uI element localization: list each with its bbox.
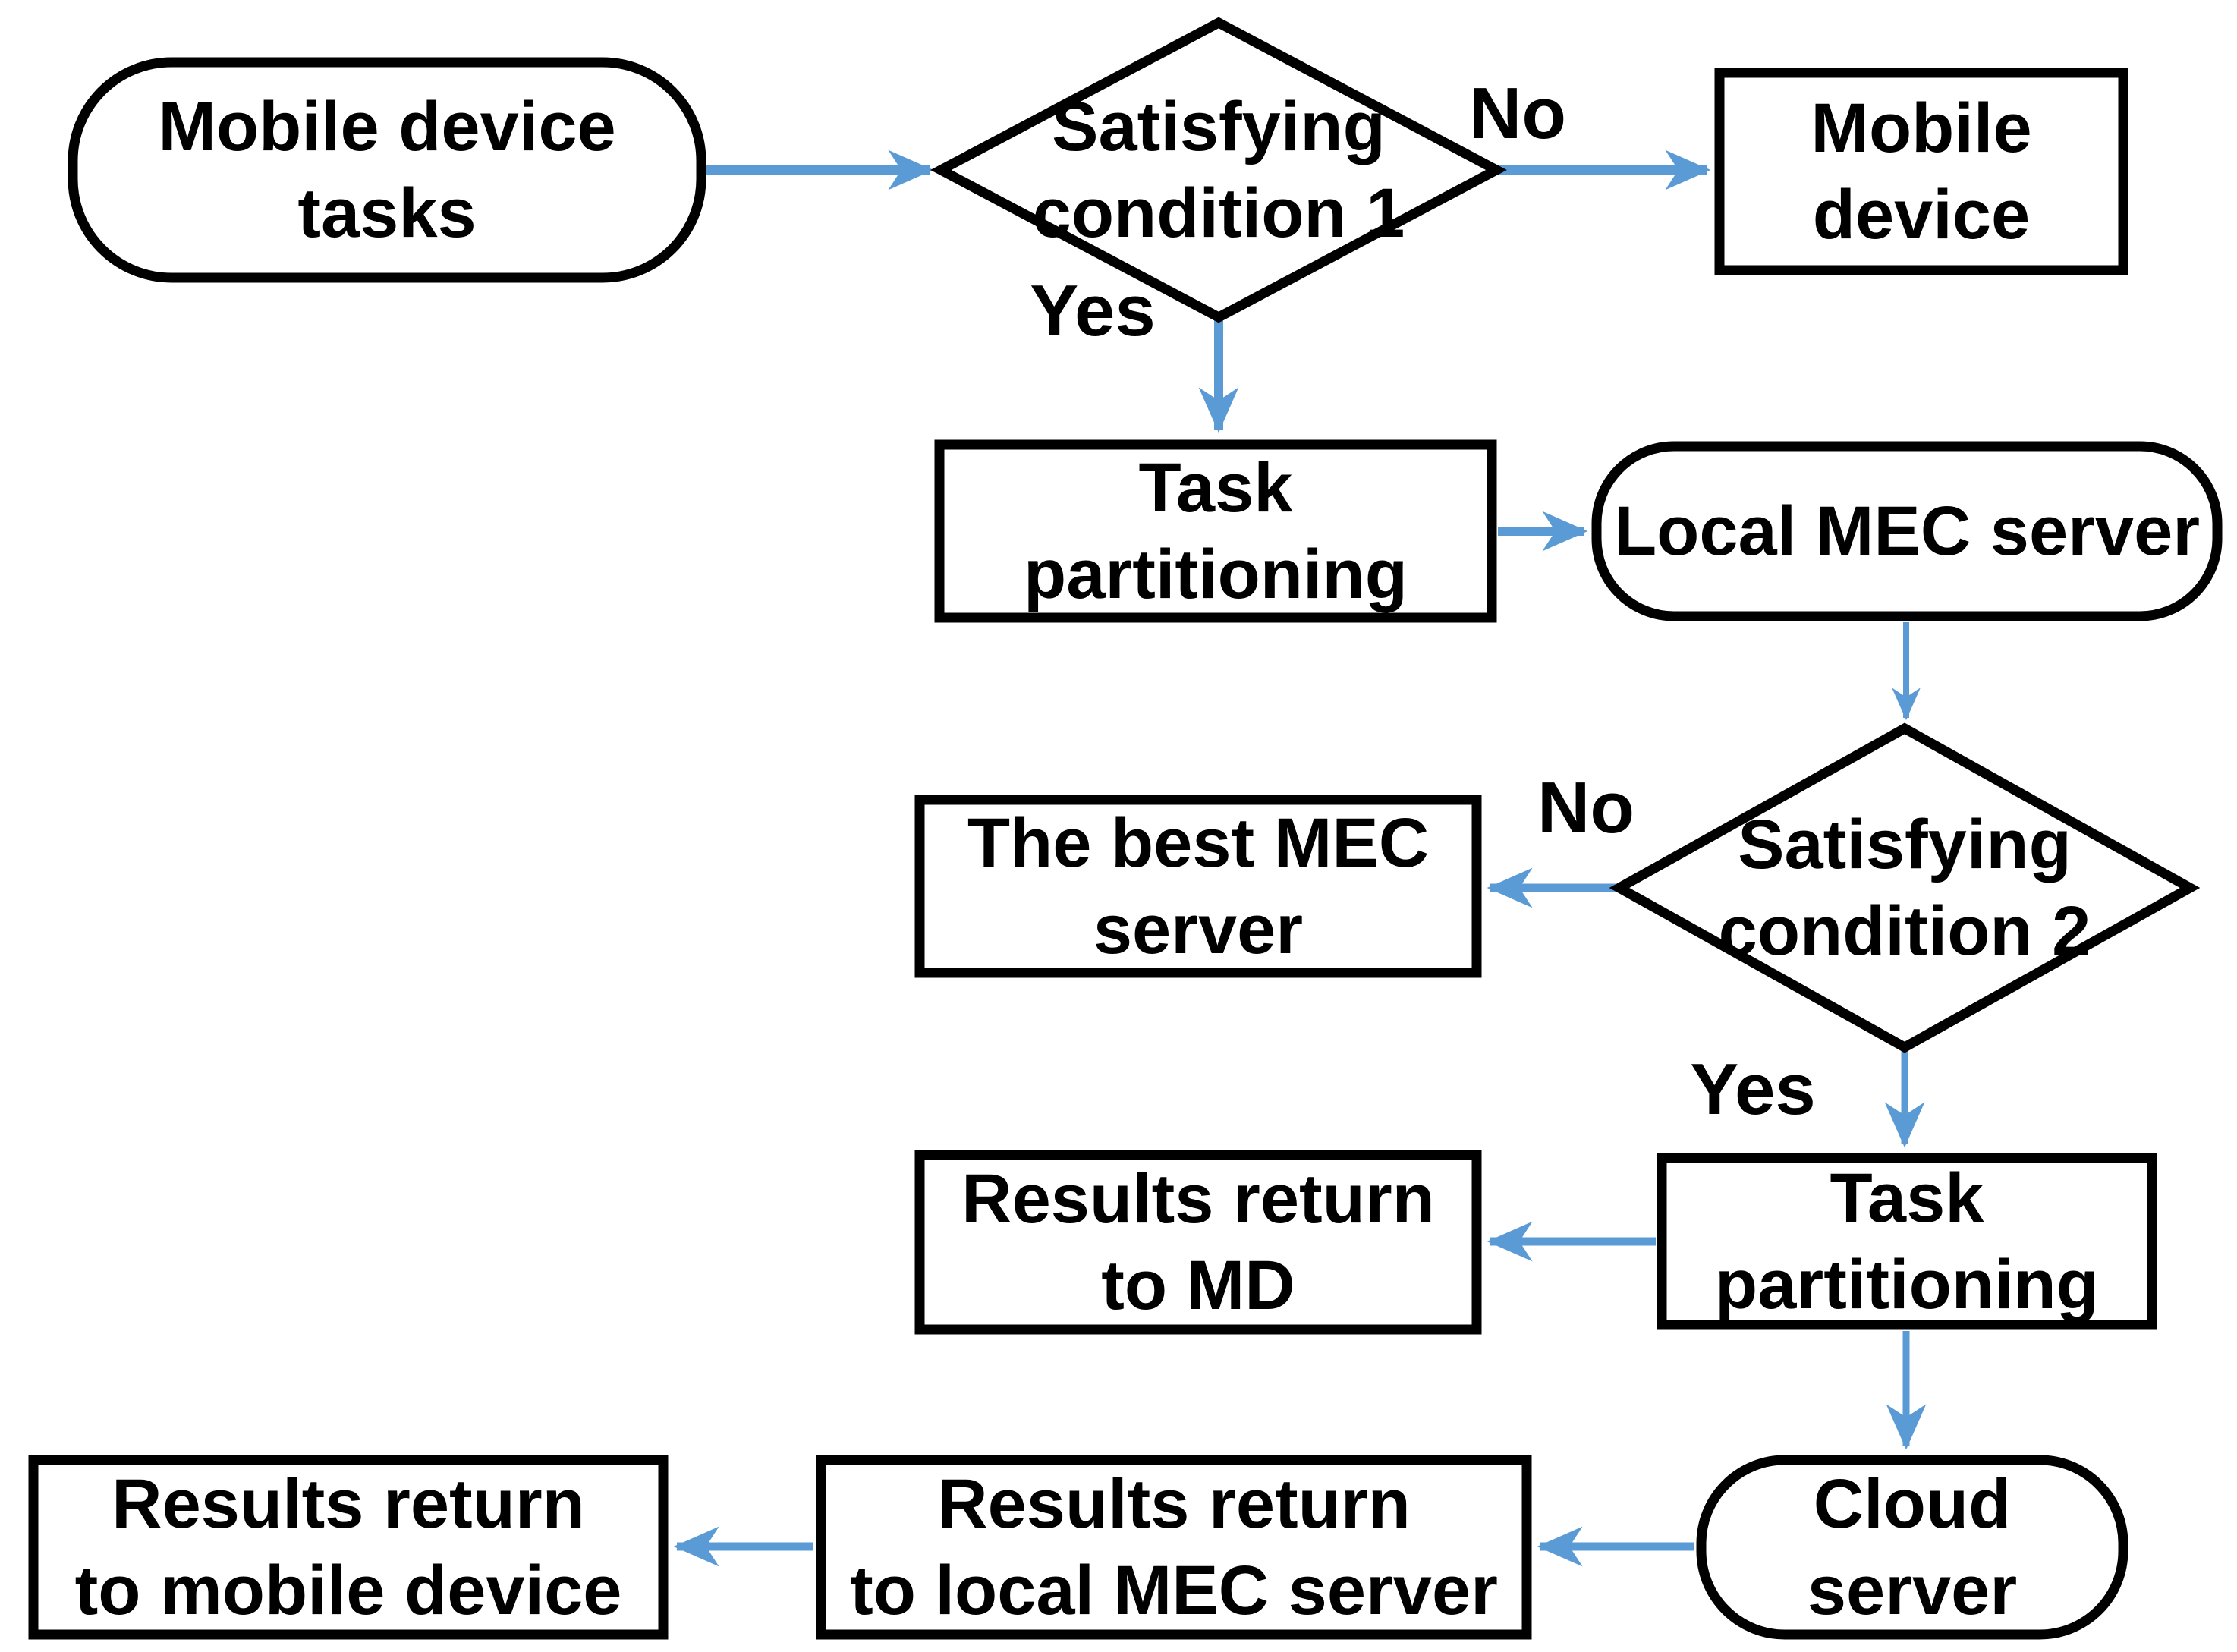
node-mobile-device-tasks-label: Mobile device tasks <box>158 87 616 252</box>
node-mobile-device-tasks-shape <box>68 57 706 283</box>
node-satisfying-condition2-shape <box>1609 722 2201 1053</box>
node-cloud-server-shape <box>1696 1455 2128 1640</box>
edge-label-condition1-yes: Yes <box>1030 270 1156 351</box>
node-best-mec-server-shape <box>914 795 1482 978</box>
node-cloud-server-label: Cloud server <box>1807 1465 2018 1629</box>
node-results-return-local-mec-shape <box>816 1455 1532 1640</box>
node-satisfying-condition2-label: Satisfying condition 2 <box>1718 805 2091 970</box>
edge-label-condition1-no: No <box>1469 73 1566 154</box>
node-mobile-device-shape <box>1714 68 2128 275</box>
node-results-return-mobile-device-label: Results return to mobile device <box>74 1465 622 1629</box>
node-satisfying-condition1-shape <box>930 17 1507 323</box>
node-local-mec-server-shape <box>1591 441 2223 621</box>
node-task-partitioning2-shape <box>1657 1153 2157 1330</box>
node-results-return-md-shape <box>914 1150 1482 1335</box>
node-results-return-mobile-device-shape <box>28 1455 669 1640</box>
node-satisfying-condition1-label: Satisfying condition 1 <box>1032 87 1405 252</box>
node-task-partitioning1-shape <box>934 439 1497 623</box>
edge-label-condition2-no: No <box>1537 767 1634 848</box>
node-mobile-device-label: Mobile device <box>1811 89 2032 253</box>
node-task-partitioning1-label: Task partitioning <box>1024 448 1408 613</box>
node-results-return-local-mec-label: Results return to local MEC server <box>850 1465 1498 1629</box>
edge-label-condition2-yes: Yes <box>1690 1049 1816 1130</box>
node-best-mec-server-label: The best MEC server <box>967 804 1430 968</box>
node-task-partitioning2-label: Task partitioning <box>1715 1159 2099 1323</box>
node-local-mec-server-label: Local MEC server <box>1613 492 2201 570</box>
node-results-return-md-label: Results return to MD <box>961 1160 1435 1324</box>
